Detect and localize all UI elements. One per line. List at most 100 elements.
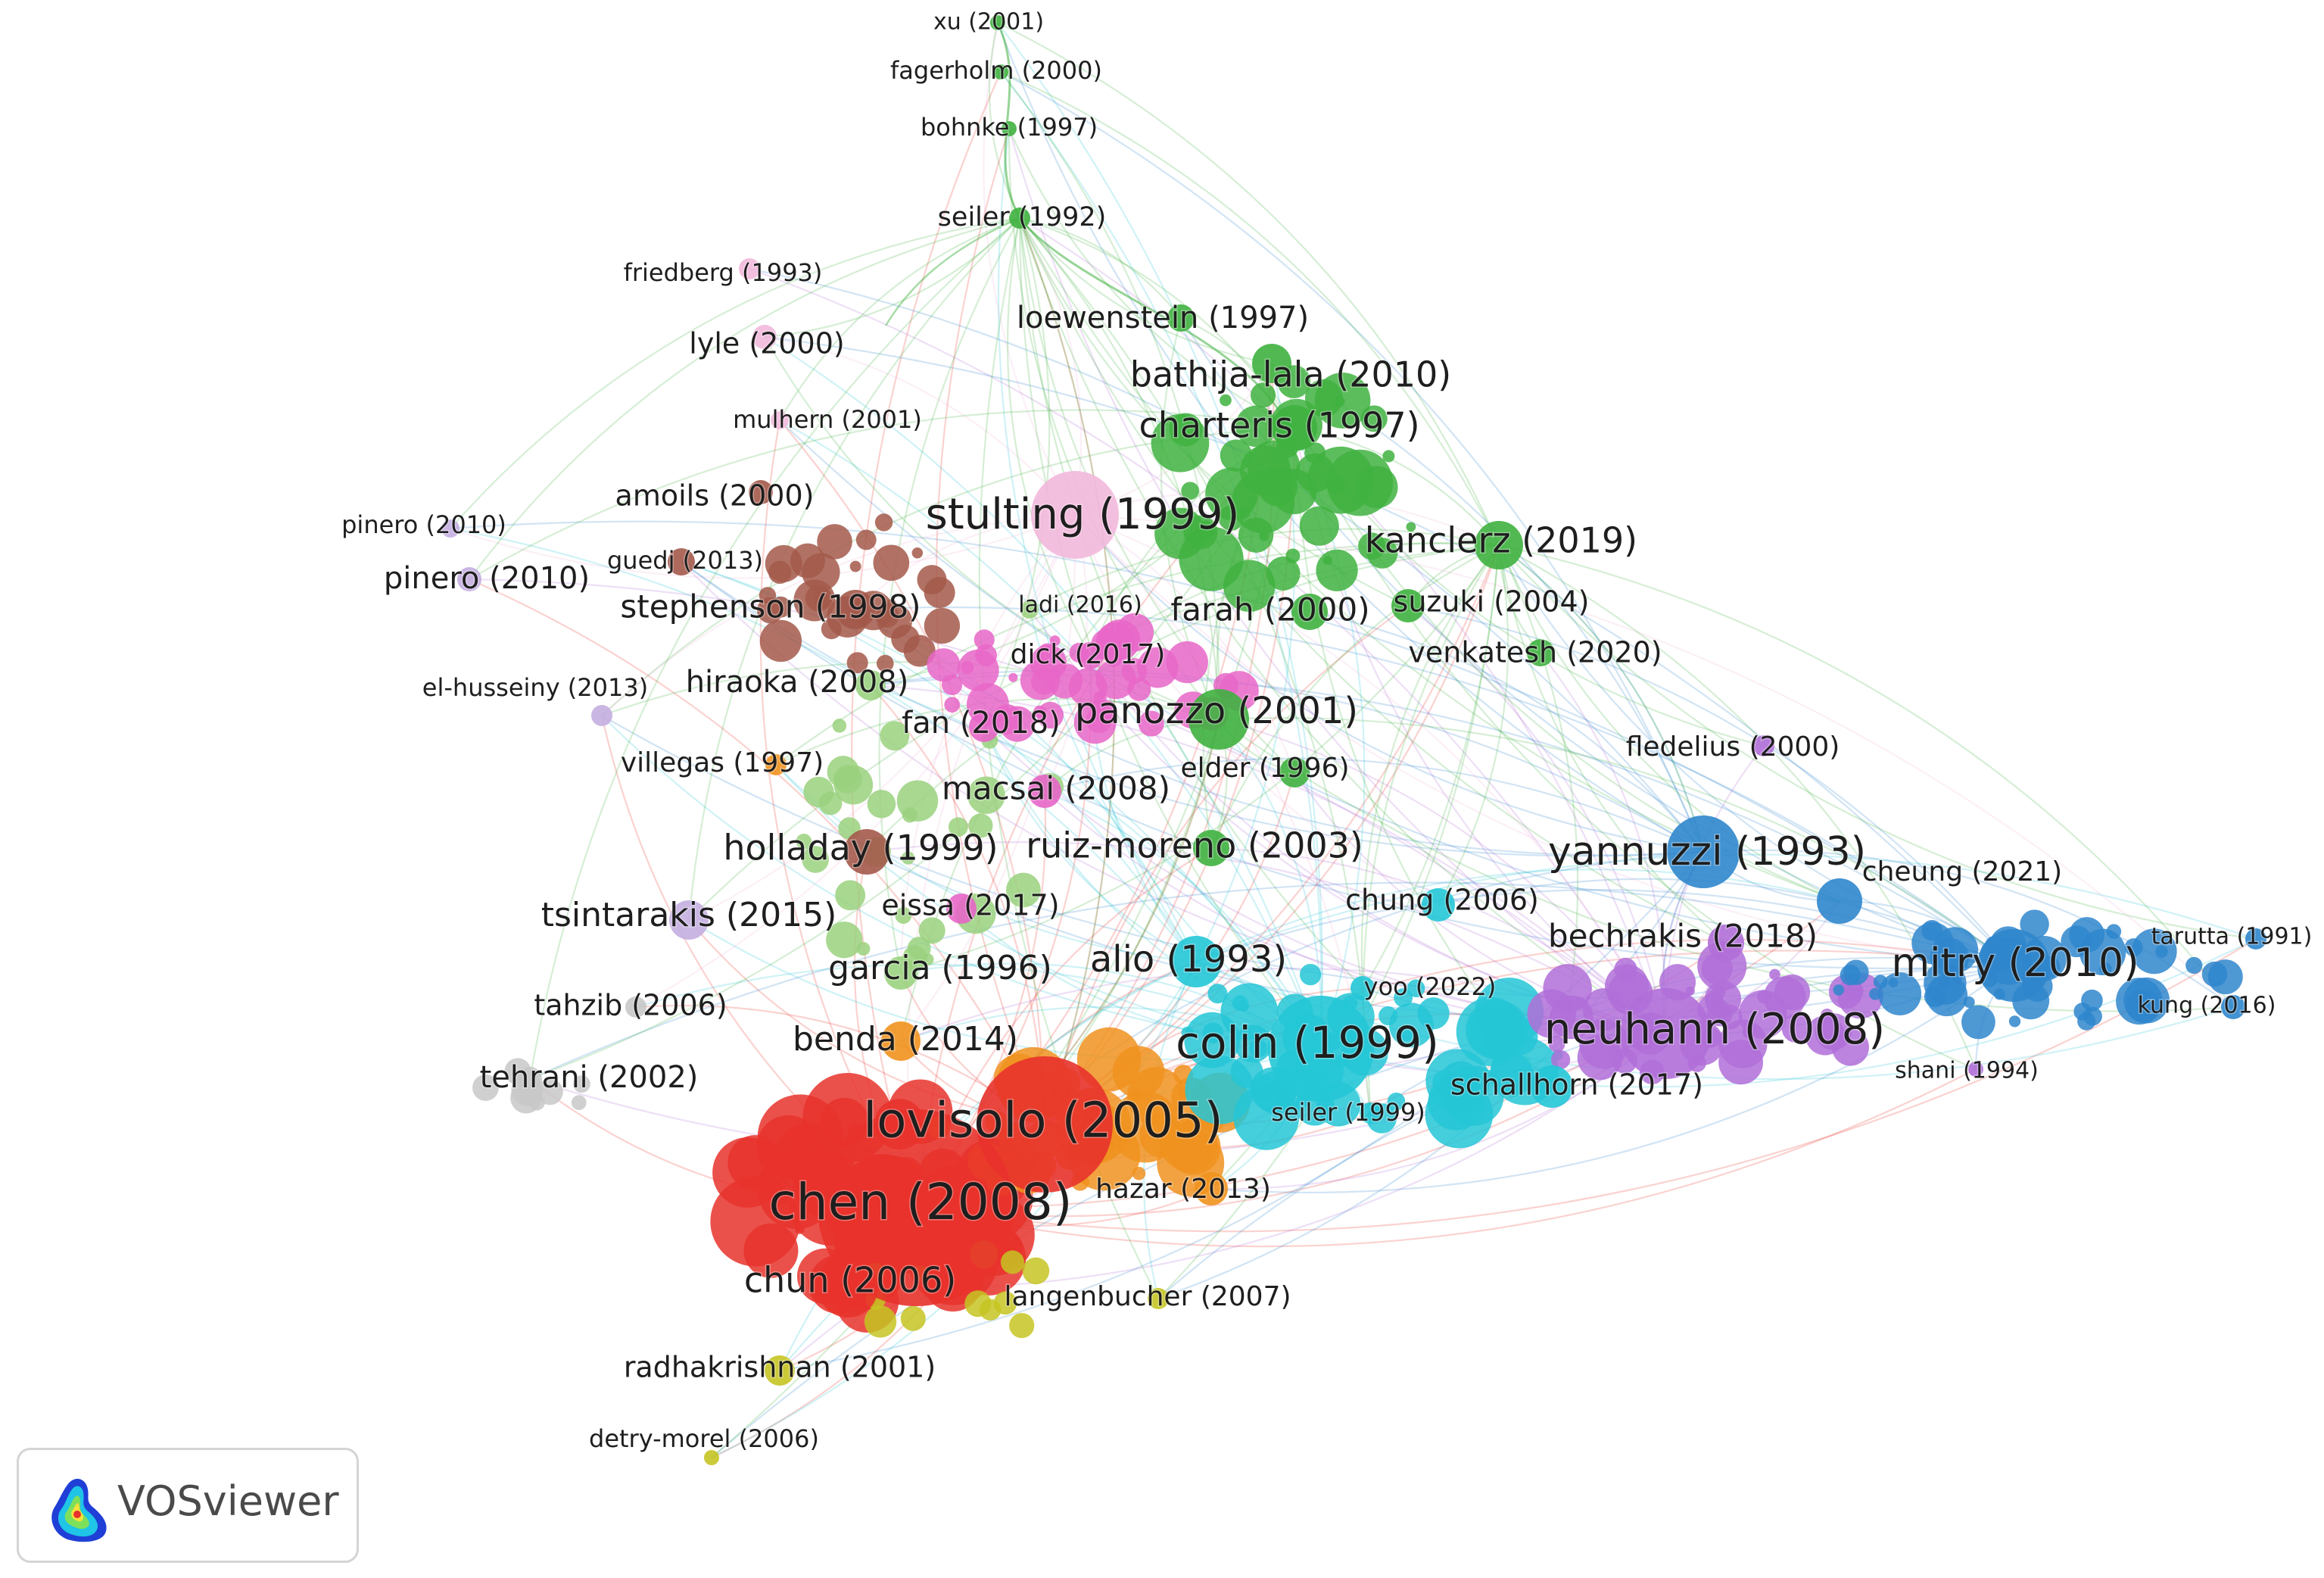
node-label-detrymorel[interactable]: detry-morel (2006) bbox=[588, 1424, 821, 1455]
publication-node[interactable] bbox=[2061, 925, 2093, 958]
publication-node[interactable] bbox=[1220, 439, 1253, 472]
publication-node[interactable] bbox=[1406, 522, 1416, 532]
publication-node[interactable] bbox=[827, 756, 860, 788]
publication-node[interactable] bbox=[1304, 442, 1326, 464]
publication-node[interactable] bbox=[880, 721, 910, 751]
node-label-friedberg[interactable]: friedberg (1993) bbox=[622, 257, 824, 288]
publication-node[interactable] bbox=[1126, 1067, 1186, 1126]
node-bathija[interactable] bbox=[1252, 344, 1291, 383]
publication-node[interactable] bbox=[1006, 872, 1041, 908]
node-suzuki[interactable] bbox=[1391, 589, 1425, 622]
publication-node[interactable] bbox=[1582, 988, 1625, 1031]
publication-node[interactable] bbox=[1220, 394, 1232, 407]
publication-node[interactable] bbox=[1781, 1013, 1812, 1043]
node-dick[interactable] bbox=[1076, 642, 1104, 669]
node-stephenson[interactable] bbox=[836, 590, 875, 629]
publication-node[interactable] bbox=[757, 597, 783, 624]
node-chen[interactable] bbox=[818, 1109, 1014, 1306]
publication-node[interactable] bbox=[1921, 919, 1943, 941]
publication-node[interactable] bbox=[1316, 549, 1358, 591]
publication-node[interactable] bbox=[1235, 405, 1277, 448]
publication-node[interactable] bbox=[1417, 997, 1450, 1030]
publication-node[interactable] bbox=[802, 846, 829, 873]
publication-node[interactable] bbox=[759, 619, 802, 663]
publication-node[interactable] bbox=[1049, 635, 1061, 647]
publication-node[interactable] bbox=[472, 1074, 499, 1101]
node-label-eissa[interactable]: eissa (2017) bbox=[880, 887, 1061, 923]
node-fan[interactable] bbox=[969, 712, 999, 742]
publication-node[interactable] bbox=[917, 565, 947, 595]
node-label-chung[interactable]: chung (2006) bbox=[1344, 882, 1541, 918]
node-mulhern[interactable] bbox=[771, 411, 789, 429]
publication-node[interactable] bbox=[900, 1305, 926, 1331]
node-cheung[interactable] bbox=[1817, 878, 1862, 924]
publication-node[interactable] bbox=[874, 513, 893, 532]
publication-node[interactable] bbox=[846, 652, 868, 674]
publication-node[interactable] bbox=[571, 1095, 587, 1111]
node-seiler99[interactable] bbox=[1360, 1102, 1381, 1124]
node-ladi[interactable] bbox=[1020, 600, 1039, 619]
node-seiler92[interactable] bbox=[1009, 207, 1030, 229]
publication-node[interactable] bbox=[1387, 1092, 1406, 1111]
publication-node[interactable] bbox=[1299, 506, 1339, 546]
publication-node[interactable] bbox=[528, 1094, 545, 1111]
node-fagerholm[interactable] bbox=[993, 64, 1008, 80]
node-label-dick[interactable]: dick (2017) bbox=[1009, 638, 1167, 672]
publication-node[interactable] bbox=[1718, 1040, 1764, 1085]
publication-node[interactable] bbox=[1238, 507, 1251, 519]
publication-node[interactable] bbox=[896, 780, 939, 822]
publication-node[interactable] bbox=[2201, 961, 2228, 987]
publication-node[interactable] bbox=[1924, 962, 1967, 1005]
node-alio[interactable] bbox=[1170, 936, 1222, 987]
node-label-tehrani[interactable]: tehrani (2002) bbox=[478, 1059, 699, 1096]
publication-node[interactable] bbox=[832, 719, 847, 733]
publication-node[interactable] bbox=[835, 880, 866, 911]
node-guedj[interactable] bbox=[668, 548, 695, 575]
node-yoo[interactable] bbox=[1350, 976, 1375, 1000]
node-label-chen[interactable]: chen (2008) bbox=[768, 1172, 1073, 1233]
node-label-bechrakis[interactable]: bechrakis (2018) bbox=[1547, 916, 1818, 956]
publication-node[interactable] bbox=[1020, 660, 1061, 700]
node-farah[interactable] bbox=[1291, 594, 1328, 630]
node-label-charteris[interactable]: charteris (1997) bbox=[1138, 404, 1421, 447]
publication-node[interactable] bbox=[1036, 701, 1064, 729]
node-label-fagerholm[interactable]: fagerholm (2000) bbox=[889, 55, 1104, 86]
node-ruizmoreno[interactable] bbox=[1193, 830, 1229, 866]
node-garcia[interactable] bbox=[884, 956, 917, 990]
publication-node[interactable] bbox=[1425, 1080, 1494, 1149]
node-label-elder[interactable]: elder (1996) bbox=[1179, 752, 1350, 785]
publication-node[interactable] bbox=[1489, 1053, 1534, 1097]
publication-node[interactable] bbox=[2185, 956, 2203, 975]
publication-node[interactable] bbox=[968, 813, 993, 838]
node-yannuzzi[interactable] bbox=[1667, 816, 1740, 888]
publication-node[interactable] bbox=[1008, 672, 1018, 682]
node-kung[interactable] bbox=[2221, 995, 2245, 1019]
node-label-chun[interactable]: chun (2006) bbox=[743, 1258, 957, 1302]
publication-node[interactable] bbox=[1068, 668, 1107, 707]
node-label-pinero_b[interactable]: pinero (2010) bbox=[382, 560, 590, 597]
publication-node[interactable] bbox=[1763, 976, 1806, 1019]
node-pinero_a[interactable] bbox=[441, 519, 460, 538]
node-label-tsintarakis[interactable]: tsintarakis (2015) bbox=[540, 895, 837, 936]
node-detrymorel[interactable] bbox=[704, 1450, 719, 1465]
node-label-holladay[interactable]: holladay (1999) bbox=[722, 826, 999, 869]
publication-node[interactable] bbox=[1469, 1000, 1528, 1060]
node-elhusseiny[interactable] bbox=[591, 705, 612, 726]
node-label-pinero_a[interactable]: pinero (2010) bbox=[341, 510, 508, 541]
publication-node[interactable] bbox=[1769, 968, 1780, 981]
publication-node[interactable] bbox=[1250, 382, 1276, 408]
publication-node[interactable] bbox=[901, 851, 915, 865]
publication-node[interactable] bbox=[927, 648, 961, 682]
node-schallhorn[interactable] bbox=[1531, 1065, 1573, 1108]
node-benda[interactable] bbox=[881, 1021, 921, 1061]
publication-node[interactable] bbox=[805, 585, 832, 612]
node-bechrakis[interactable] bbox=[1708, 925, 1744, 961]
node-label-bohnke[interactable]: bohnke (1997) bbox=[919, 112, 1098, 143]
node-label-venkatesh[interactable]: venkatesh (2020) bbox=[1407, 635, 1663, 670]
node-stulting[interactable] bbox=[1031, 471, 1119, 559]
node-label-hazar[interactable]: hazar (2013) bbox=[1095, 1173, 1273, 1206]
node-label-garcia[interactable]: garcia (1996) bbox=[827, 948, 1054, 989]
publication-node[interactable] bbox=[796, 833, 812, 850]
node-label-ruizmoreno[interactable]: ruiz-moreno (2003) bbox=[1025, 824, 1365, 867]
publication-node[interactable] bbox=[712, 1137, 783, 1208]
